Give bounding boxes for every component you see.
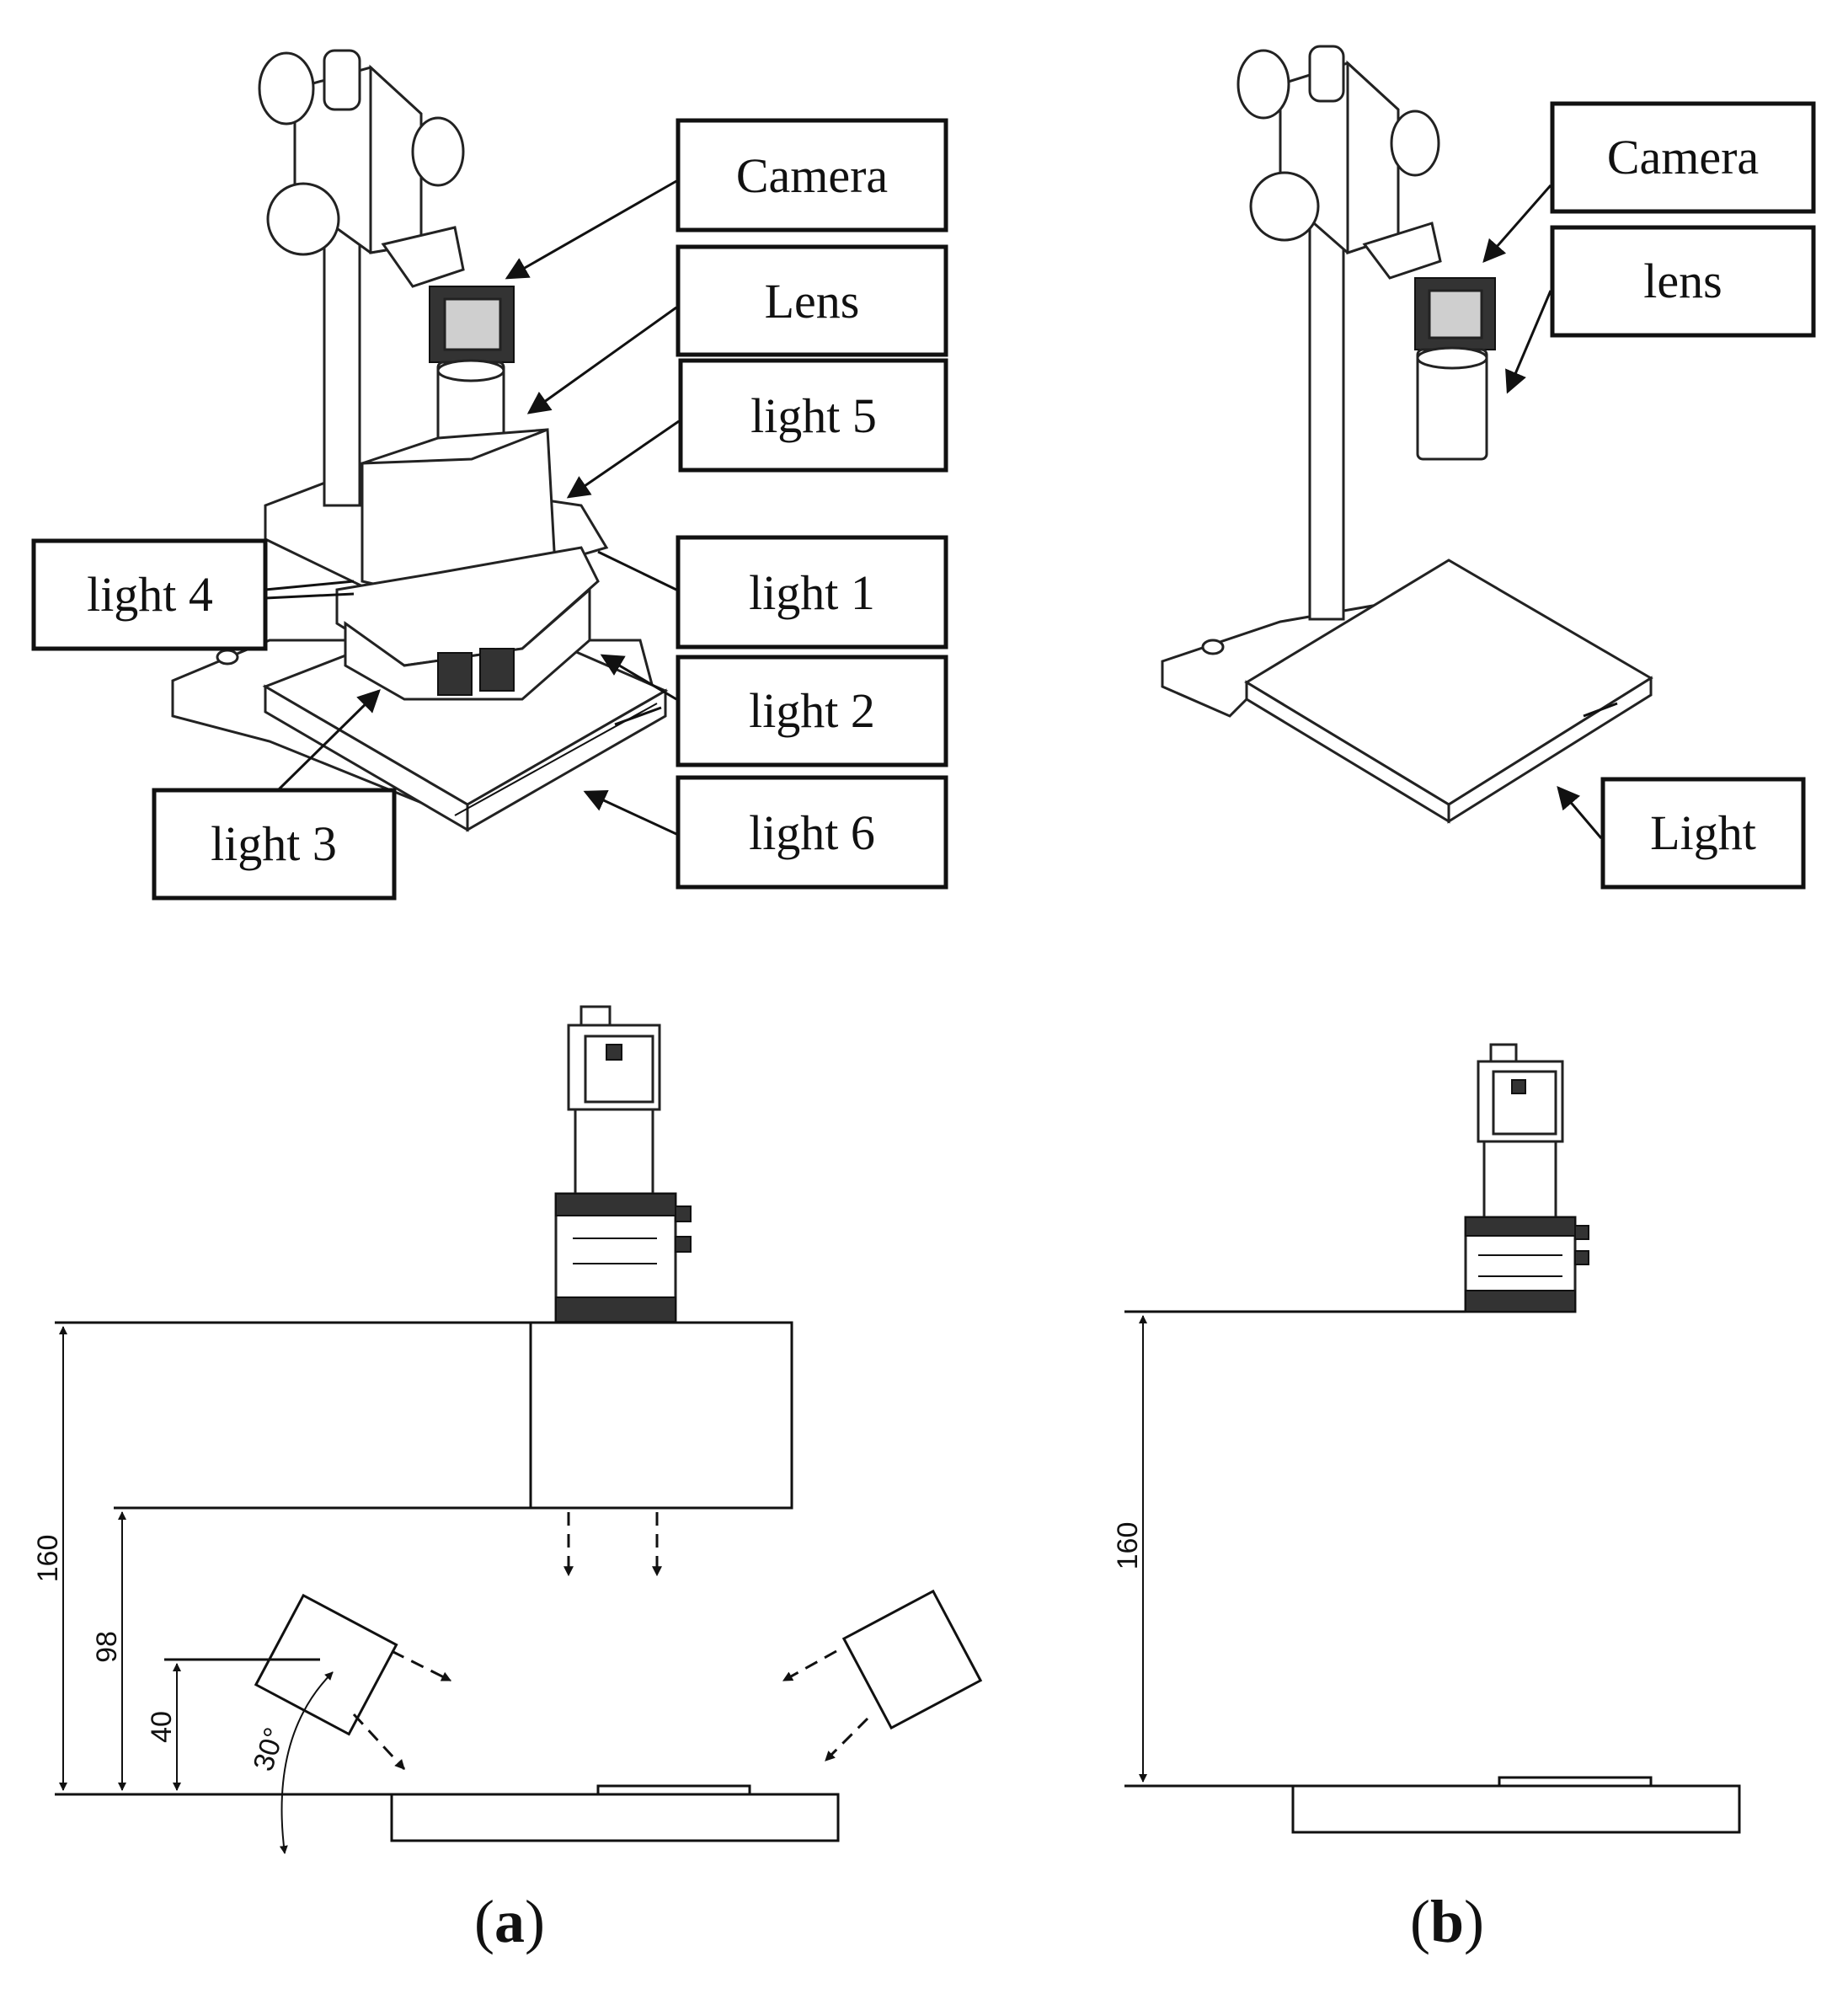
label-light5-text: light 5: [750, 388, 877, 443]
caption-a: (a): [474, 1888, 545, 1955]
label-lens-b-text: lens: [1643, 254, 1722, 308]
label-light1-text: light 1: [749, 565, 875, 620]
leader-camera-a: [505, 179, 677, 280]
label-light-b: Light: [1600, 777, 1806, 890]
base-plate-b: [1291, 1784, 1741, 1834]
label-light6-text: light 6: [749, 805, 875, 860]
panel-a-labels: Camera Lens light 5 light 4 light 1 ligh…: [31, 118, 948, 901]
light-right-ray-1: [782, 1649, 837, 1682]
leader-lens-b: [1505, 290, 1552, 394]
label-camera-b: Camera: [1550, 101, 1816, 214]
label-light1: light 1: [676, 535, 948, 650]
caption-a-letter: a: [494, 1888, 525, 1955]
label-lens-b: lens: [1550, 225, 1816, 338]
label-camera-a-text: Camera: [736, 148, 888, 203]
caption-b-close: ): [1464, 1888, 1484, 1955]
leader-light5: [566, 420, 680, 499]
label-light5: light 5: [678, 358, 948, 473]
leader-light4-2: [264, 592, 355, 600]
panel-b-side-view: 160: [1112, 1043, 1741, 1834]
label-camera-b-text: Camera: [1607, 130, 1759, 184]
panel-b-labels: Camera lens Light: [1482, 101, 1816, 890]
dim-label-98: 98: [91, 1631, 123, 1663]
label-light3-text: light 3: [211, 816, 337, 871]
camera-cap-b: [1489, 1043, 1518, 1063]
dim-label-160-a: 160: [32, 1535, 64, 1583]
panel-a-isometric-device: [171, 49, 669, 832]
leader-light-b: [1557, 785, 1603, 839]
label-lens-a: Lens: [676, 244, 948, 357]
leader-light2: [600, 654, 677, 701]
label-light2: light 2: [676, 655, 948, 767]
lens-barrel-b: [1482, 1140, 1557, 1219]
base-plate-a: [390, 1793, 840, 1842]
caption-b-letter: b: [1430, 1888, 1464, 1955]
leader-light6: [583, 789, 677, 836]
panel-a-side-view: 160 98 40 30°: [32, 1005, 983, 1854]
caption-b: (b): [1410, 1888, 1484, 1955]
light-left-ray-2: [352, 1713, 406, 1771]
light-right-ray-2: [824, 1717, 869, 1762]
lens-barrel-a: [574, 1108, 654, 1195]
leader-light4-1: [264, 580, 355, 591]
tilted-light-left: [254, 1593, 398, 1736]
leader-light3: [276, 689, 381, 792]
caption-b-open: (: [1410, 1888, 1430, 1955]
light-left-ray-1: [391, 1649, 452, 1682]
angle-arc: [279, 1671, 334, 1854]
dim-label-40: 40: [146, 1711, 178, 1743]
leader-camera-b: [1482, 184, 1552, 264]
tilted-light-right: [841, 1589, 983, 1730]
label-lens-a-text: Lens: [765, 274, 860, 329]
caption-a-open: (: [474, 1888, 494, 1955]
label-light4-text: light 4: [87, 567, 213, 622]
leader-light1: [597, 550, 677, 591]
leader-lens-a: [526, 306, 677, 414]
sample-b: [1498, 1776, 1653, 1788]
label-camera-a: Camera: [676, 118, 948, 233]
label-light2-text: light 2: [749, 683, 875, 738]
caption-a-close: ): [525, 1888, 545, 1955]
label-light-b-text: Light: [1650, 805, 1756, 860]
camera-cap-a: [580, 1005, 612, 1027]
sample-a: [596, 1784, 751, 1796]
label-light3: light 3: [152, 788, 397, 901]
label-light6: light 6: [676, 775, 948, 890]
dim-label-160-b: 160: [1112, 1522, 1144, 1570]
light5-box-side: [529, 1321, 793, 1510]
label-light4: light 4: [31, 538, 268, 651]
panel-b-isometric-device: [1161, 45, 1653, 824]
